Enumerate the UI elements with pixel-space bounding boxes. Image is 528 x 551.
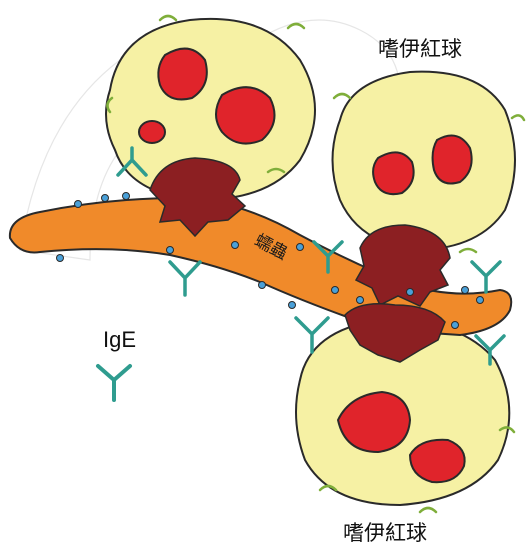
nucleus bbox=[216, 87, 275, 143]
eosinophil-label-bottom: 嗜伊紅球 bbox=[343, 521, 427, 545]
nucleus bbox=[410, 440, 465, 482]
eosinophil-label-top: 嗜伊紅球 bbox=[378, 37, 462, 61]
ige-legend-icon bbox=[98, 366, 130, 400]
nucleus bbox=[433, 136, 472, 184]
nucleus bbox=[373, 152, 414, 194]
nucleus bbox=[158, 49, 206, 100]
nucleus bbox=[139, 121, 165, 143]
ige-label: IgE bbox=[103, 327, 136, 352]
eosinophil-cell-right bbox=[333, 72, 516, 250]
